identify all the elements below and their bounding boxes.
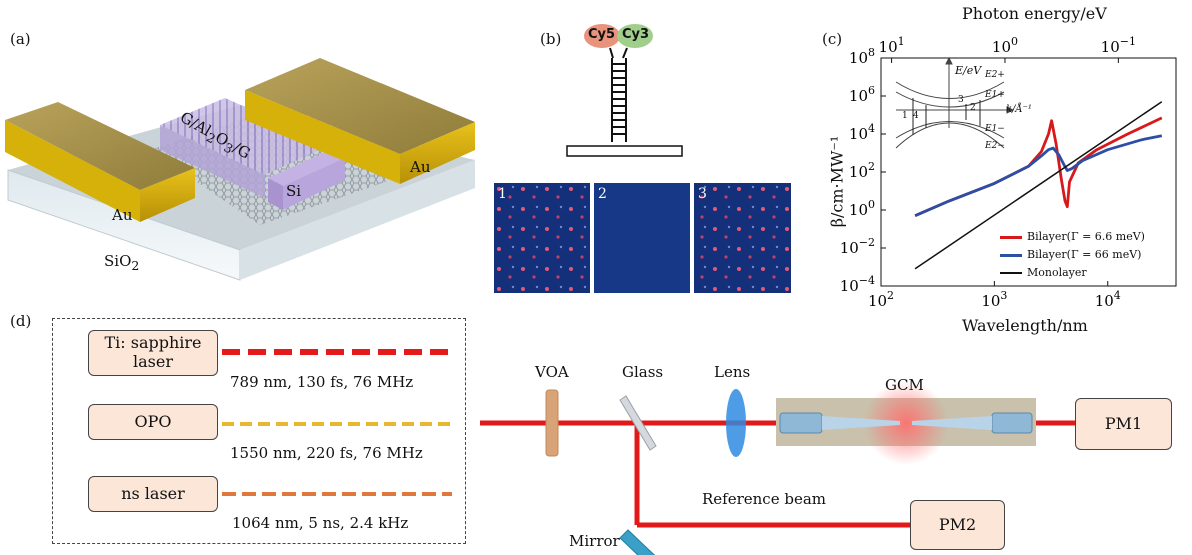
top-tick-label: 10−1 (1101, 35, 1136, 56)
pm2-box: PM2 (910, 500, 1005, 550)
series-bilayer-66 (914, 134, 1163, 217)
top-tick-label: 100 (992, 35, 1018, 56)
fiber-right (991, 412, 1033, 434)
legend-label-1: Bilayer(Γ = 6.6 meV) (1027, 230, 1145, 243)
image-2-label: 2 (598, 186, 607, 202)
legend-item-monolayer: Monolayer (1000, 264, 1145, 282)
inset-level-e1p: E1+ (985, 90, 1005, 100)
bottom-axis-label: Wavelength/nm (962, 316, 1088, 335)
legend-swatch-black (1000, 272, 1022, 274)
image-3 (694, 183, 791, 293)
band-inset (895, 56, 1015, 149)
au-left-electrode (5, 102, 195, 190)
substrate-bar (566, 145, 683, 157)
mirror-label: Mirror (569, 532, 620, 550)
inset-level-e1m: E1− (985, 124, 1005, 134)
laser-box-ti-sapphire: Ti: sapphire laser (88, 330, 218, 376)
laser-box-opo: OPO (88, 404, 218, 440)
glass-label: Glass (622, 363, 664, 381)
y-tick-label: 102 (849, 160, 875, 181)
inset-level-e2p: E2+ (985, 70, 1005, 80)
glass-plate (619, 395, 657, 451)
device-illustration (5, 58, 475, 281)
legend-label-3: Monolayer (1027, 266, 1087, 279)
panel-a-label: (a) (10, 30, 31, 48)
laser-box-ns: ns laser (88, 476, 218, 512)
y-tick-label: 108 (849, 46, 875, 67)
inset-x-label: k/Å⁻¹ (1006, 104, 1032, 115)
image-1 (494, 183, 590, 293)
panel-c-label: (c) (822, 30, 843, 48)
dna-ladder (611, 58, 627, 142)
voa-element (545, 389, 559, 457)
x-tick-label: 102 (868, 289, 894, 310)
mirror-element (619, 529, 656, 555)
fiber-left (779, 412, 823, 434)
fluorescence-images (494, 183, 791, 293)
top-tick-label: 101 (879, 35, 905, 56)
au-right-label: Au (410, 158, 431, 176)
au-right-electrode (245, 58, 475, 154)
si-label: Si (286, 182, 302, 200)
sio2-label: SiO2 (104, 252, 140, 273)
y-tick-label: 106 (849, 84, 875, 105)
cy5-label: Cy5 (588, 27, 616, 42)
panel-b-label: (b) (540, 30, 562, 48)
cy3-dye (617, 24, 653, 48)
inset-y-label: E/eV (955, 64, 982, 77)
reference-beam-label: Reference beam (702, 490, 826, 508)
series-monolayer (914, 101, 1163, 270)
legend: Bilayer(Γ = 6.6 meV) Bilayer(Γ = 66 meV)… (1000, 228, 1145, 282)
inset-transition-3: 3 (958, 95, 964, 105)
gcm-label: GCM (885, 376, 924, 394)
y-tick-label: 10−2 (840, 236, 875, 257)
spec-ns: 1064 nm, 5 ns, 2.4 kHz (232, 514, 409, 532)
inset-transition-2: 2 (970, 103, 976, 113)
au-left-label: Au (112, 206, 133, 224)
inset-transition-4: 4 (913, 111, 919, 121)
g-al2o3-g-stack (160, 98, 330, 175)
optical-setup (480, 381, 1080, 555)
voa-label: VOA (535, 363, 569, 381)
x-tick-label: 103 (981, 289, 1007, 310)
lens-label: Lens (714, 363, 751, 381)
inset-level-e2m: E2− (985, 141, 1005, 151)
si-block (268, 150, 345, 186)
legend-item-bilayer-6-6: Bilayer(Γ = 6.6 meV) (1000, 228, 1145, 246)
inset-transition-1: 1 (902, 111, 908, 121)
cy3-label: Cy3 (622, 27, 650, 42)
cy5-dye (584, 24, 620, 48)
image-1-label: 1 (498, 186, 507, 202)
pm1-box: PM1 (1075, 398, 1172, 450)
legend-item-bilayer-66: Bilayer(Γ = 66 meV) (1000, 246, 1145, 264)
lens-element (726, 389, 746, 457)
spec-opo: 1550 nm, 220 fs, 76 MHz (230, 444, 423, 462)
legend-swatch-red (1000, 235, 1022, 239)
laser-beams (222, 346, 452, 499)
spec-ti-sapphire: 789 nm, 130 fs, 76 MHz (230, 373, 414, 391)
legend-swatch-blue (1000, 253, 1022, 257)
top-axis-label: Photon energy/eV (962, 4, 1107, 23)
image-2 (594, 183, 690, 293)
image-3-label: 3 (698, 186, 707, 202)
legend-label-2: Bilayer(Γ = 66 meV) (1027, 248, 1142, 261)
panel-d-label: (d) (10, 312, 32, 330)
y-tick-label: 104 (849, 122, 875, 143)
x-tick-label: 104 (1095, 289, 1121, 310)
dna-probe-diagram (566, 24, 683, 157)
laser-sources-box (52, 318, 466, 544)
y-tick-label: 100 (849, 198, 875, 219)
